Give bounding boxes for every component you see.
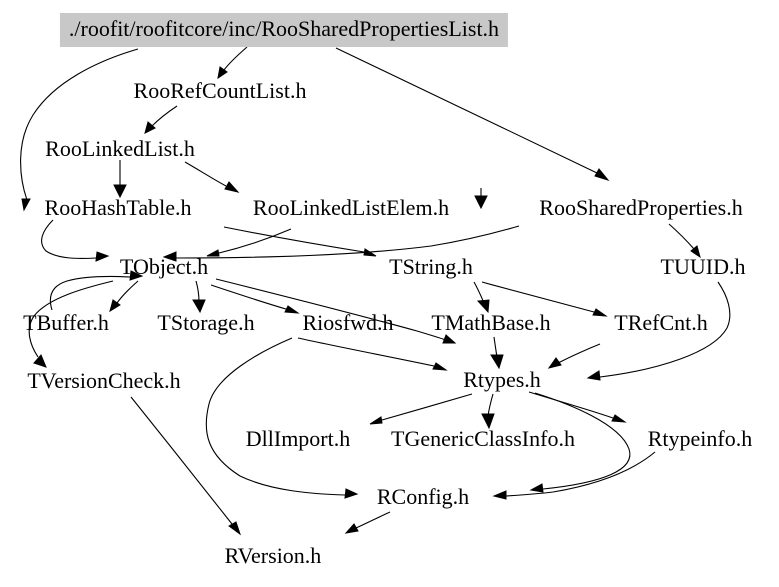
- edge-tobject-to-tversioncheck: [28, 280, 114, 368]
- node-rtypes[interactable]: Rtypes.h: [463, 367, 541, 392]
- node-tobject[interactable]: TObject.h: [119, 254, 209, 279]
- node-rversion[interactable]: RVersion.h: [224, 543, 322, 568]
- edge-root-to-rooLinkedList: [20, 48, 139, 212]
- edge-rooLinkedList-to-rooLinkedListElem: [184, 161, 240, 193]
- edge-rooLinkedListElem-to-tobject: [206, 228, 292, 257]
- edge-tobject-to-tbuffer: [109, 280, 139, 313]
- node-riosfwd[interactable]: Riosfwd.h: [302, 310, 394, 335]
- edge-tuuid-to-rtypes: [586, 281, 731, 381]
- node-rooLinkedList[interactable]: RooLinkedList.h: [45, 136, 195, 161]
- node-trefcnt[interactable]: TRefCnt.h: [614, 310, 708, 335]
- edge-tbuffer-to-tobject: [49, 270, 144, 311]
- edge-root-to-rooSharedProperties: [335, 47, 610, 181]
- node-tgenericclassinfo[interactable]: TGenericClassInfo.h: [391, 426, 575, 451]
- edge-tobject-to-tstorage: [192, 280, 206, 314]
- edge-rconfig-to-rversion: [344, 511, 391, 534]
- edge-tobject-to-riosfwd: [210, 284, 300, 314]
- edge-tversioncheck-to-rversion: [130, 396, 241, 536]
- edge-rooHashTable-to-rooLinkedListElem: [474, 188, 488, 210]
- node-tuuid[interactable]: TUUID.h: [660, 254, 746, 279]
- node-rtypeinfo[interactable]: Rtypeinfo.h: [647, 426, 753, 451]
- edge-rooLinkedList-to-rooHashTable: [113, 160, 127, 199]
- edge-rooSharedProperties-to-tobject: [162, 225, 520, 262]
- node-rooHashTable[interactable]: RooHashTable.h: [44, 195, 192, 220]
- edge-rtypeinfo-to-rconfig: [492, 451, 656, 500]
- edge-riosfwd-to-rconfig: [205, 337, 359, 499]
- edge-rooRefCountList-to-rooLinkedList: [144, 105, 178, 134]
- edge-rooSharedProperties-to-tuuid: [668, 223, 701, 259]
- edge-rooLinkedListElem-to-tstring: [223, 226, 377, 257]
- node-root[interactable]: ./roofit/roofitcore/inc/RooSharedPropert…: [59, 13, 509, 47]
- node-tmathbase[interactable]: TMathBase.h: [431, 310, 551, 335]
- edge-root-to-rooRefCountList: [217, 46, 248, 80]
- edge-rtypes-to-dllimport: [369, 393, 473, 425]
- edge-rooHashTable-to-tobject: [41, 219, 110, 262]
- node-rooSharedProperties[interactable]: RooSharedProperties.h: [539, 195, 743, 220]
- edge-rtypes-to-rtypeinfo: [528, 391, 627, 423]
- edge-trefcnt-to-rtypes: [547, 343, 601, 369]
- node-dllimport[interactable]: DllImport.h: [245, 426, 351, 451]
- edge-riosfwd-to-rtypes: [297, 337, 448, 371]
- edge-tstring-to-tmathbase: [473, 281, 490, 314]
- node-tversioncheck[interactable]: TVersionCheck.h: [27, 368, 181, 393]
- node-rconfig[interactable]: RConfig.h: [376, 484, 470, 509]
- node-tstorage[interactable]: TStorage.h: [157, 310, 255, 335]
- node-tstring[interactable]: TString.h: [389, 254, 473, 279]
- edge-rtypes-to-tgenericclassinfo: [481, 393, 495, 430]
- edge-tstring-to-trefcnt: [481, 281, 608, 317]
- node-tbuffer[interactable]: TBuffer.h: [23, 310, 109, 335]
- node-rooRefCountList[interactable]: RooRefCountList.h: [133, 78, 307, 103]
- edge-tobject-to-rtypes: [215, 278, 457, 344]
- edge-tmathbase-to-rtypes: [490, 336, 504, 370]
- node-rooLinkedListElem[interactable]: RooLinkedListElem.h: [252, 195, 450, 220]
- edge-rtypes-to-rconfig: [529, 392, 631, 493]
